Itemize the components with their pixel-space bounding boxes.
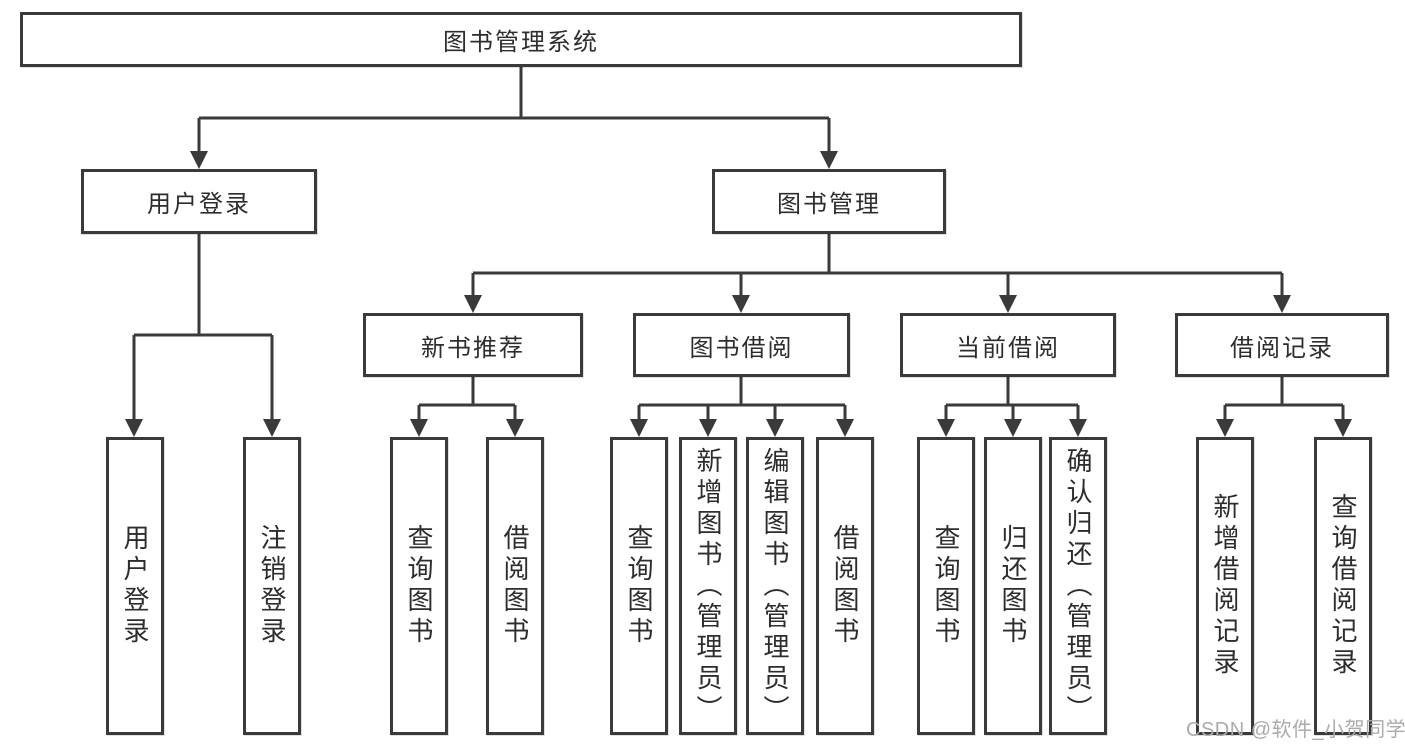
- node-current-borrow: 当前借阅: [900, 313, 1116, 377]
- node-user-login-label: 用户登录: [147, 191, 251, 218]
- node-leaf-return-book: 归还图书: [984, 437, 1042, 735]
- node-leaf-edit-book-admin-label: 编辑图书（管理员）: [760, 446, 790, 726]
- node-leaf-confirm-return-admin: 确认归还（管理员）: [1049, 437, 1107, 735]
- node-leaf-borrow-books-2-label: 借阅图书: [830, 524, 860, 648]
- node-leaf-query-books-2-label: 查询图书: [624, 524, 654, 648]
- node-root: 图书管理系统: [20, 12, 1022, 67]
- node-leaf-borrow-books-1: 借阅图书: [486, 437, 544, 735]
- node-leaf-borrow-books-1-label: 借阅图书: [500, 524, 530, 648]
- node-leaf-query-borrow-record-label: 查询借阅记录: [1328, 493, 1358, 679]
- node-borrow-records-label: 借阅记录: [1230, 334, 1334, 362]
- node-leaf-query-books-3: 查询图书: [917, 437, 975, 735]
- node-book-management-label: 图书管理: [777, 191, 881, 218]
- node-root-label: 图书管理系统: [443, 29, 599, 56]
- node-leaf-user-login: 用户登录: [106, 437, 164, 735]
- node-leaf-query-borrow-record: 查询借阅记录: [1314, 437, 1372, 735]
- node-leaf-return-book-label: 归还图书: [998, 524, 1028, 648]
- node-borrow-records: 借阅记录: [1175, 313, 1389, 377]
- node-leaf-query-books-1-label: 查询图书: [404, 524, 434, 648]
- node-leaf-logout: 注销登录: [243, 437, 301, 735]
- node-leaf-user-login-label: 用户登录: [120, 524, 150, 648]
- node-leaf-add-borrow-record: 新增借阅记录: [1196, 437, 1254, 735]
- node-leaf-edit-book-admin: 编辑图书（管理员）: [746, 437, 804, 735]
- node-leaf-query-books-3-label: 查询图书: [931, 524, 961, 648]
- node-leaf-query-books-1: 查询图书: [390, 437, 448, 735]
- node-new-book-recommend-label: 新书推荐: [421, 334, 525, 362]
- node-leaf-add-book-admin-label: 新增图书（管理员）: [693, 446, 723, 726]
- node-new-book-recommend: 新书推荐: [363, 313, 583, 377]
- node-book-borrow: 图书借阅: [633, 313, 850, 377]
- node-leaf-borrow-books-2: 借阅图书: [816, 437, 874, 735]
- node-leaf-query-books-2: 查询图书: [610, 437, 668, 735]
- node-user-login: 用户登录: [81, 169, 317, 234]
- node-leaf-add-book-admin: 新增图书（管理员）: [679, 437, 737, 735]
- connector-strokes: [132, 67, 1345, 421]
- node-book-management: 图书管理: [712, 169, 946, 234]
- node-leaf-logout-label: 注销登录: [257, 524, 287, 648]
- node-leaf-confirm-return-admin-label: 确认归还（管理员）: [1063, 446, 1093, 726]
- csdn-watermark: CSDN @软件_小贺同学: [1186, 719, 1405, 741]
- node-book-borrow-label: 图书借阅: [689, 334, 794, 362]
- node-current-borrow-label: 当前借阅: [956, 334, 1060, 362]
- node-leaf-add-borrow-record-label: 新增借阅记录: [1210, 493, 1240, 679]
